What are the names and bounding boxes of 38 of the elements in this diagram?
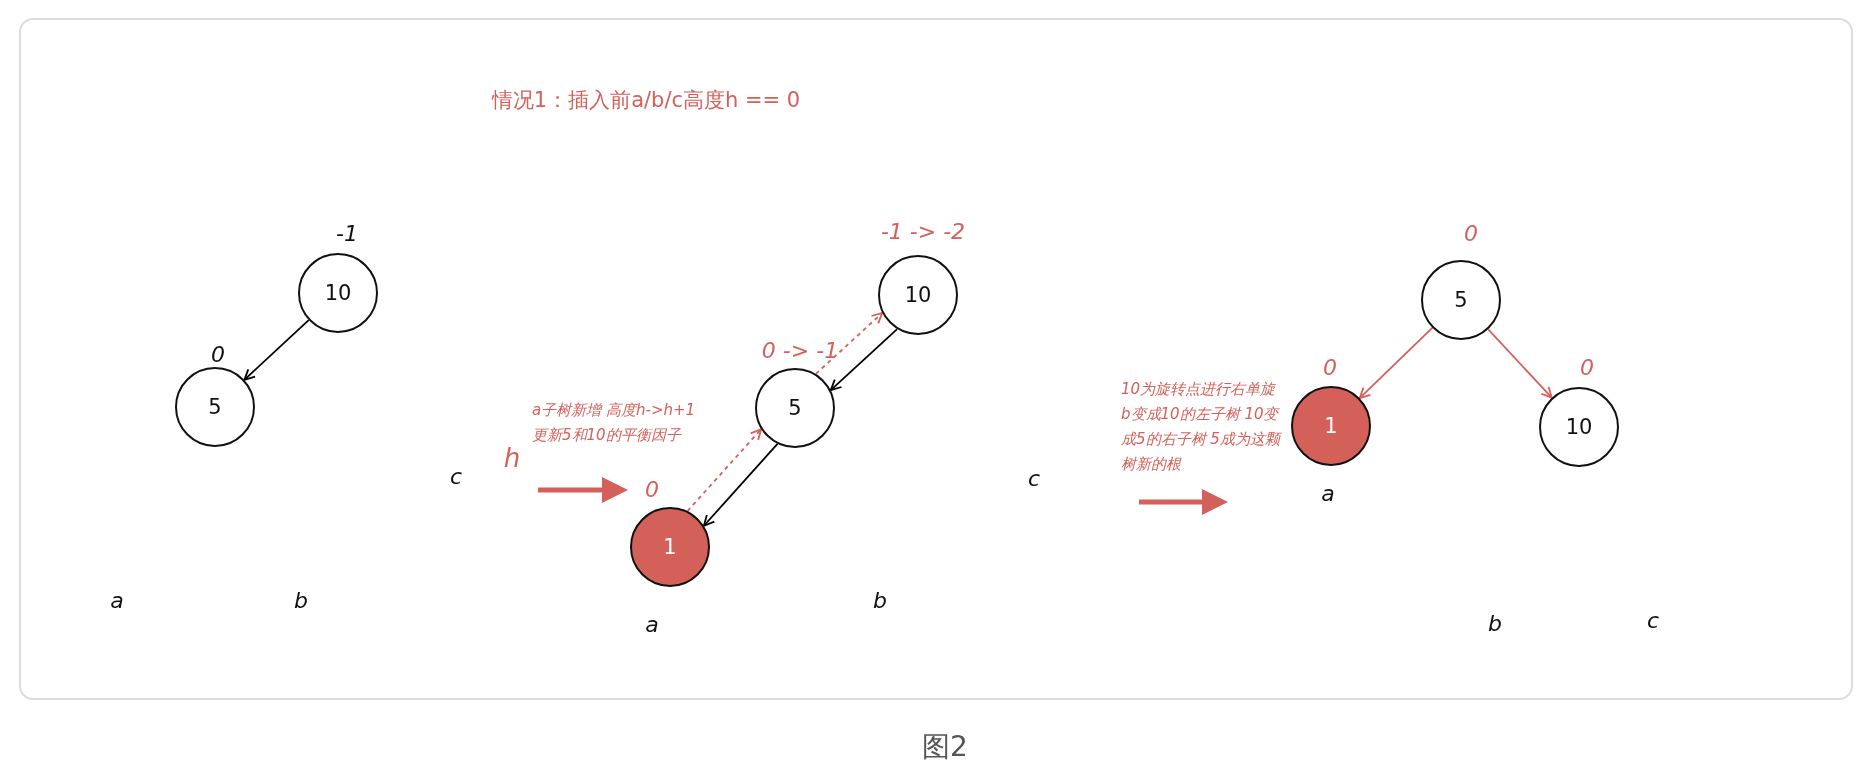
node-value: 5 <box>788 396 802 420</box>
arrow <box>829 328 898 391</box>
subtree-label: b <box>1488 610 1502 636</box>
subtree-label: b <box>873 587 887 613</box>
annotation-note: a子树新增 高度h->h+1 更新5和10的平衡因子 <box>532 400 697 446</box>
subtree-label: a <box>645 611 659 637</box>
arrow <box>243 319 310 381</box>
subtree-label: a <box>110 587 124 613</box>
subtree-label: c <box>1646 607 1660 633</box>
balance-factor: -1 -> -2 <box>880 218 966 244</box>
tree-node-circle <box>755 368 835 448</box>
arrow <box>1358 326 1434 400</box>
annotation-note: 10为旋转点进行右单旋 b变成10的左子树 10变成5的右子树 5成为这颗树新的根 <box>1121 379 1283 475</box>
node-value: 10 <box>1565 415 1593 439</box>
arrow <box>703 443 779 527</box>
balance-factor: 0 <box>1464 220 1478 246</box>
node-value: 1 <box>1324 414 1338 438</box>
diagram-title: 情况1：插入前a/b/c高度h == 0 <box>491 87 801 114</box>
node-value: 10 <box>324 281 352 305</box>
dashed-arrow <box>815 312 884 375</box>
node-value: 5 <box>1454 288 1468 312</box>
subtree-label: c <box>449 463 463 489</box>
balance-factor: 0 <box>1580 354 1594 380</box>
subtree-label: a <box>1321 480 1335 506</box>
node-value: 10 <box>904 283 932 307</box>
node-value: 1 <box>663 535 677 559</box>
subtree-label: c <box>1027 465 1041 491</box>
balance-factor: 0 <box>645 476 659 502</box>
balance-factor: -1 <box>336 220 358 246</box>
dashed-arrow <box>686 428 762 512</box>
height-label: h <box>503 443 521 473</box>
balance-factor: 0 <box>1323 354 1337 380</box>
subtree-label: b <box>294 587 308 613</box>
balance-factor: 0 -> -1 <box>761 337 839 363</box>
balance-factor: 0 <box>211 341 225 367</box>
node-value: 5 <box>208 395 222 419</box>
figure-caption: 图2 <box>922 729 968 764</box>
arrow <box>1487 328 1553 399</box>
